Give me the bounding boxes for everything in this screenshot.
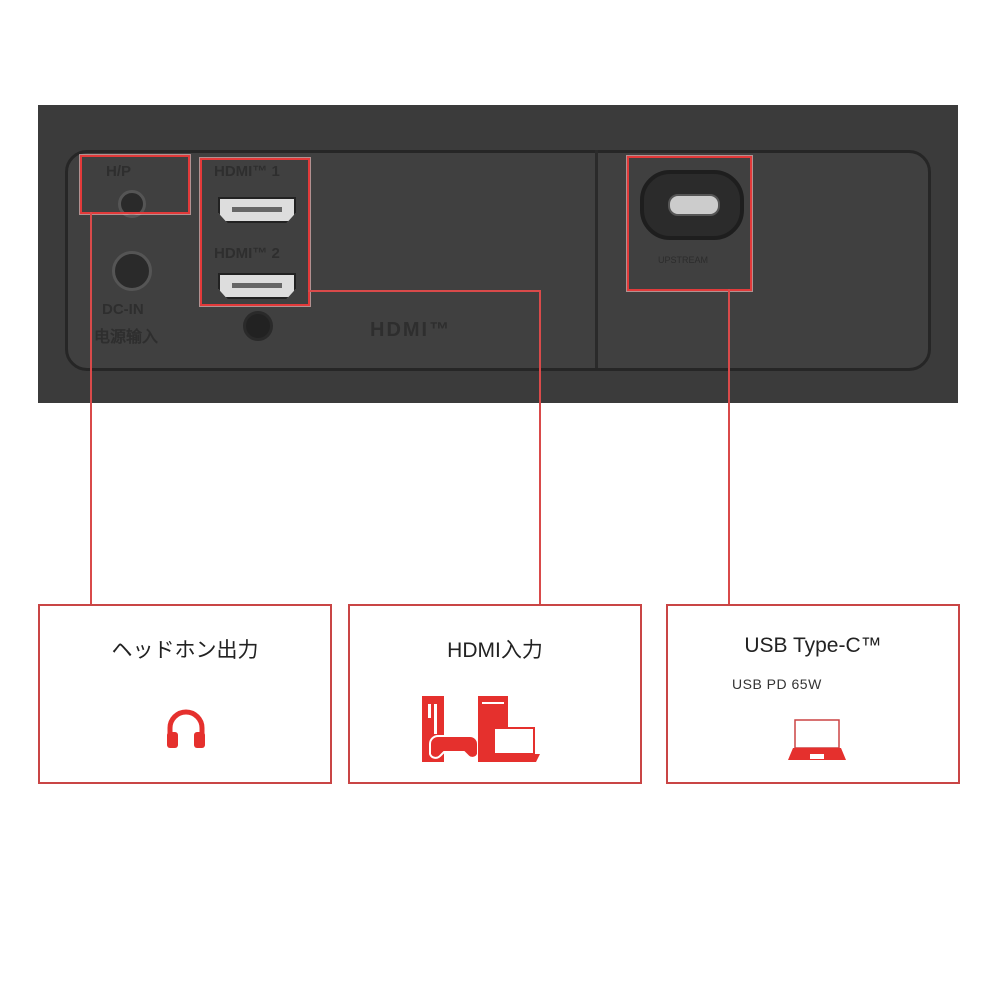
card-title: ヘッドホン出力 [111, 639, 259, 662]
card-title: HDMI入力 [447, 639, 543, 662]
highlight-hdmi [200, 158, 310, 306]
connector-line-hdmi-v [539, 290, 541, 604]
headphones-icon [167, 709, 205, 748]
panel-divider [595, 150, 598, 368]
screw [243, 311, 273, 341]
card-usb-c: USB Type-C™ USB PD 65W [666, 604, 960, 784]
laptop-icon [788, 719, 846, 760]
port-recess [65, 150, 931, 371]
usb-c-port [668, 194, 720, 216]
hdmi1-label: HDMI™ 1 [214, 163, 280, 180]
hdmi-logo: HDMI™ [370, 319, 452, 341]
hdmi2-port [218, 273, 296, 299]
card-title: USB Type-C™ [744, 634, 882, 657]
card-headphone: ヘッドホン出力 [38, 604, 332, 784]
hp-port-label: H/P [106, 163, 132, 180]
highlight-headphone [80, 155, 190, 214]
usb-c-well [640, 170, 744, 240]
card-subtitle: USB PD 65W [732, 676, 822, 692]
hdmi1-port [218, 197, 296, 223]
highlight-usb-c [627, 156, 752, 291]
monitor-rear-panel: H/P DC-IN 电源输入 HDMI™ 1 HDMI™ 2 HDMI™ UPS… [38, 105, 958, 403]
dcin-cn-label: 电源输入 [94, 329, 159, 346]
dcin-label: DC-IN [102, 301, 144, 318]
console-pc-laptop-icon [422, 696, 540, 762]
connector-line-headphone [90, 212, 92, 604]
dc-in-jack [112, 251, 152, 291]
connector-line-usb [728, 289, 730, 604]
connector-line-hdmi-h [308, 290, 541, 292]
card-hdmi: HDMI入力 [348, 604, 642, 784]
usb-upstream-label: UPSTREAM [658, 255, 709, 265]
hdmi2-label: HDMI™ 2 [214, 245, 280, 262]
